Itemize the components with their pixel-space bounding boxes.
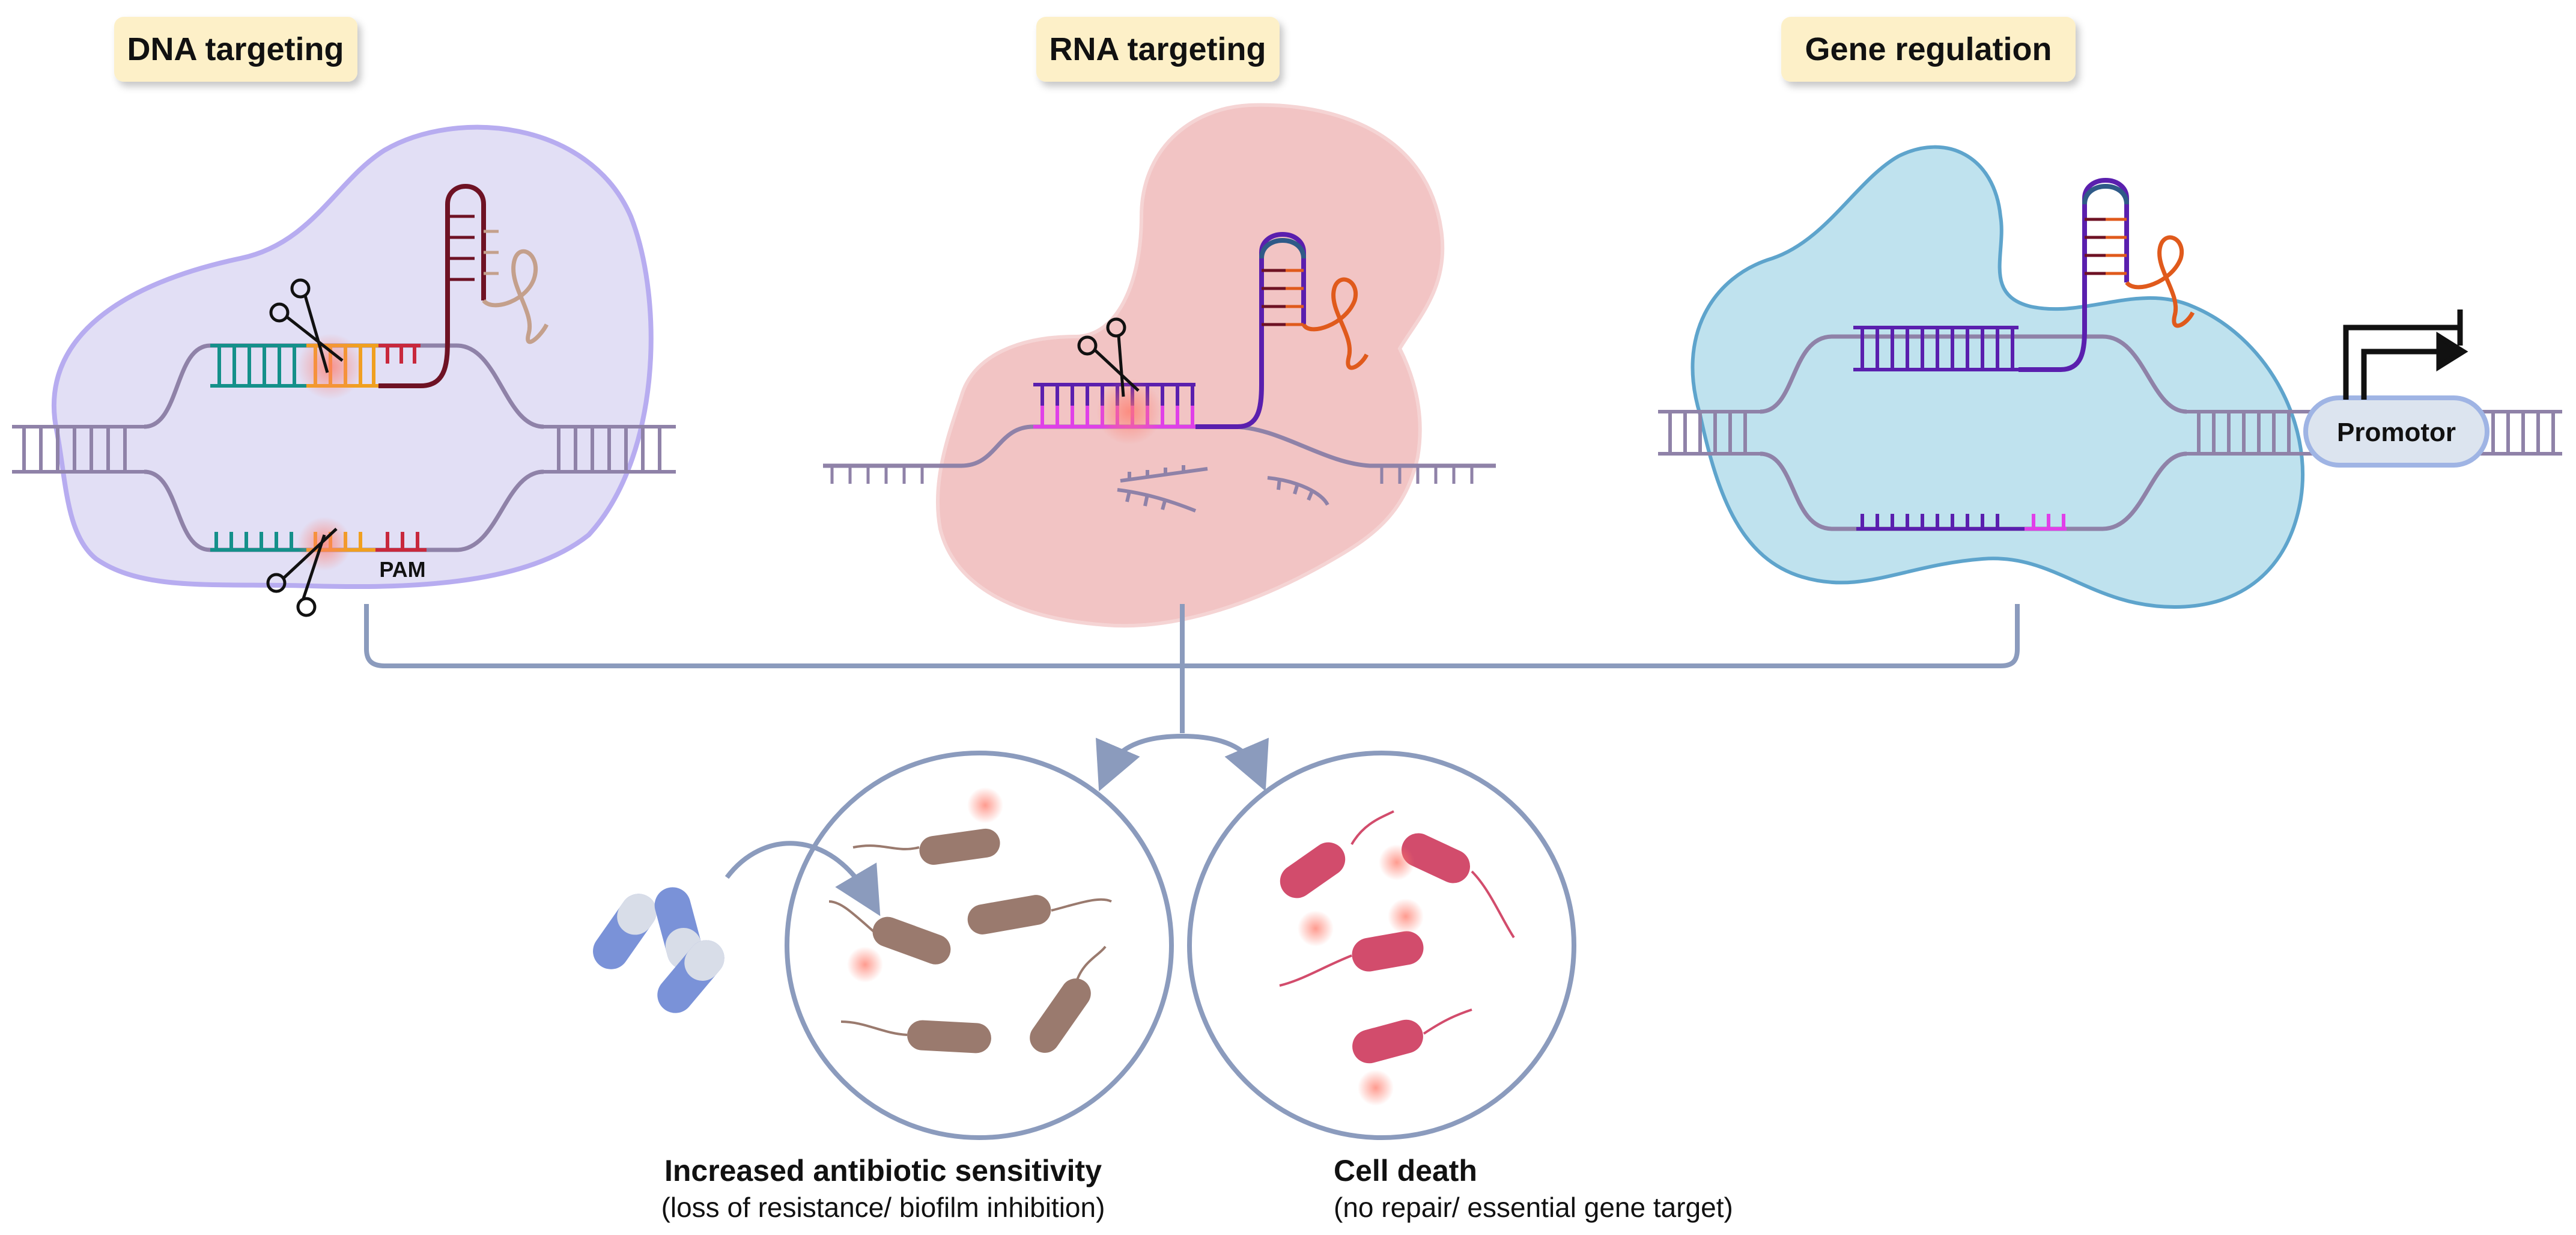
cell-death-subtitle: (no repair/ essential gene target) — [1334, 1192, 1733, 1223]
gene-regulation-panel: Promotor — [1658, 145, 2562, 609]
scissors-icon-bottom — [266, 528, 338, 617]
gr-guide-duplex — [1853, 326, 2019, 371]
gr-left-dna-ladder — [1658, 410, 1760, 456]
rna-targeting-title: RNA targeting — [1036, 17, 1280, 82]
cell-death-title: Cell death — [1334, 1154, 1477, 1188]
scissors-icon-top — [269, 278, 344, 373]
dna-targeting-title: DNA targeting — [114, 17, 357, 82]
svg-text:DNA targeting: DNA targeting — [127, 31, 344, 67]
gene-regulation-title: Gene regulation — [1781, 17, 2076, 82]
sensitivity-subtitle: (loss of resistance/ biofilm inhibition) — [661, 1192, 1105, 1223]
cas13-protein-shape — [935, 103, 1445, 628]
cell-death-circle — [1187, 751, 1576, 1140]
scissors-icon-rna — [1077, 317, 1140, 397]
right-dna-ladder — [544, 425, 676, 474]
promotor-box: Promotor — [2303, 395, 2489, 468]
crrna-hairpin — [378, 184, 486, 388]
antibiotic-capsules-icon — [593, 841, 881, 1013]
svg-text:RNA targeting: RNA targeting — [1050, 31, 1266, 67]
dying-bacteria-icon — [1280, 833, 1471, 1064]
dna-bottom-strand — [144, 469, 544, 552]
left-dna-ladder — [12, 425, 144, 474]
dcas-protein-shape — [1690, 145, 2305, 609]
gr-crrna-tail — [2125, 235, 2195, 328]
bacteria-icon — [872, 828, 1091, 1054]
pam-label: PAM — [379, 557, 425, 582]
dna-targeting-panel: PAM — [12, 124, 676, 617]
sensitivity-circle — [785, 751, 1174, 1140]
dna-top-strand — [144, 343, 544, 429]
rna-targeting-panel — [823, 103, 1496, 628]
gr-bottom-bases — [1856, 514, 2067, 531]
capsule-arrow — [724, 841, 881, 916]
connector-lines — [364, 604, 2020, 791]
sensitivity-title: Increased antibiotic sensitivity — [664, 1154, 1102, 1188]
svg-text:Gene regulation: Gene regulation — [1805, 31, 2052, 67]
tracrrna-tail — [482, 249, 549, 344]
cleaved-rna-fragments — [1117, 465, 1329, 513]
rna-crrna-tail — [1301, 277, 1369, 370]
promotor-label: Promotor — [2337, 418, 2456, 447]
transcription-arrow-icon — [2343, 310, 2468, 400]
